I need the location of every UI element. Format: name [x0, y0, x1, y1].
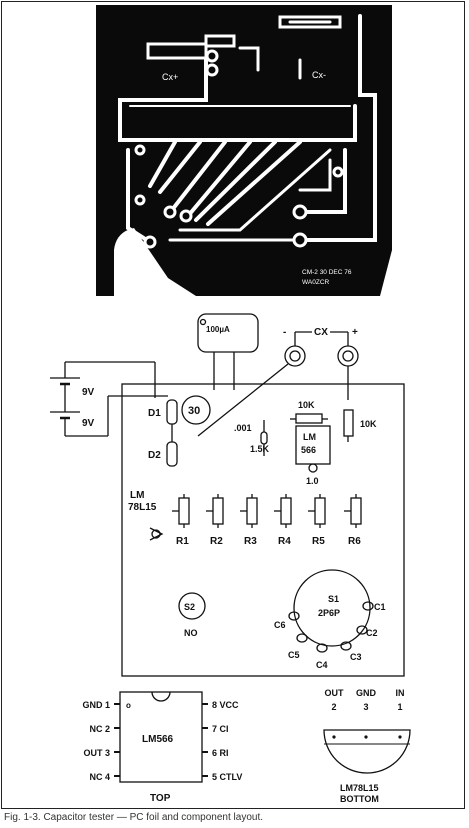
- resistor-label-r2: R2: [210, 536, 223, 547]
- pcb-foil: Cx+ Cx- CM-2 30 DEC 76 WA0ZCR: [96, 5, 392, 296]
- switch-position-c4: C4: [316, 660, 328, 670]
- lm78l15-pin-name: GND: [356, 688, 377, 698]
- lm566-name: LM566: [142, 734, 174, 745]
- lm78l15-name: LM78L15: [340, 783, 379, 793]
- switch-position-c1: C1: [374, 602, 386, 612]
- switch-s2: [178, 592, 206, 620]
- resistor-label-r3: R3: [244, 536, 257, 547]
- lm78l15-pin-dot: [332, 735, 336, 739]
- resistor-10k-top: [295, 413, 323, 424]
- diode-d1: [166, 399, 178, 425]
- pcb-cutout: [114, 228, 196, 296]
- d1-label: D1: [148, 408, 161, 419]
- cx-minus-label: -: [283, 327, 286, 338]
- lm78l15-pin-name: IN: [396, 688, 405, 698]
- lm566-left-pin: NC 4: [89, 772, 110, 782]
- lm566-pins: [114, 703, 208, 777]
- resistor-r2: [212, 497, 224, 525]
- resistor-r4: [280, 497, 292, 525]
- lm78l15-view-label: BOTTOM: [340, 794, 379, 804]
- lm566-right-pin: 5 CTLV: [212, 772, 242, 782]
- component-layout: [50, 313, 411, 783]
- lm78l15-pin-number: 2: [331, 702, 336, 712]
- s1-label: S1: [328, 594, 339, 604]
- meter-terminal: [199, 318, 207, 326]
- s2-type-label: NO: [184, 628, 198, 638]
- lm78l15-pin-names: OUT GND IN: [325, 688, 405, 698]
- lm566-left-pin: NC 2: [89, 724, 110, 734]
- cx-label: CX: [314, 327, 328, 338]
- resistor-r1: [178, 497, 190, 525]
- s1-type-label: 2P6P: [318, 608, 340, 618]
- pcb-label-cx-minus: Cx-: [312, 70, 326, 80]
- lm566-right-pin: 6 RI: [212, 748, 229, 758]
- meter-body: [197, 313, 259, 353]
- regulator-label-2: 78L15: [128, 502, 157, 513]
- ic-mini-label-1: LM: [303, 432, 316, 442]
- lm566-left-pin-labels: GND 1 NC 2 OUT 3 NC 4: [82, 700, 110, 782]
- switch-position-c5: C5: [288, 650, 300, 660]
- lm78l15-pin-numbers: 2 3 1: [331, 702, 403, 739]
- pcb-title-line2: WA0ZCR: [302, 279, 330, 286]
- cap-10-label: 1.0: [306, 476, 319, 486]
- meter-label: 100µA: [206, 325, 230, 334]
- resistor-r5: [314, 497, 326, 525]
- ic-mini-label-2: 566: [301, 445, 316, 455]
- lm78l15-pin-name: OUT: [325, 688, 345, 698]
- lm566-right-pin-labels: 8 VCC 7 CI 6 RI 5 CTLV: [212, 700, 242, 782]
- r10k-right-label: 10K: [360, 419, 377, 429]
- cap-001-label: .001: [234, 423, 252, 433]
- resistor-label-r1: R1: [176, 536, 189, 547]
- switch-position-c3: C3: [350, 652, 362, 662]
- lm566-left-pin: GND 1: [82, 700, 110, 710]
- battery-bottom-label: 9V: [82, 418, 95, 429]
- cx-plus-label: +: [352, 327, 358, 338]
- lm78l15-pin-dot: [364, 735, 368, 739]
- cx-plus-terminal: [337, 345, 359, 367]
- lm566-pin1-mark: o: [126, 701, 131, 710]
- switch-s1-lugs: [288, 601, 374, 653]
- battery-top-label: 9V: [82, 387, 95, 398]
- pcb-pads: [134, 49, 344, 249]
- resistor-label-r6: R6: [348, 536, 361, 547]
- switch-s1: [293, 569, 371, 647]
- lm566-package: [119, 691, 203, 783]
- r10k-top-label: 10K: [298, 400, 315, 410]
- resistor-30-circle: [181, 395, 211, 425]
- resistor-30-label: 30: [188, 405, 200, 417]
- resistor-label-r5: R5: [312, 536, 325, 547]
- lm566-right-pin: 7 CI: [212, 724, 229, 734]
- regulator-label-1: LM: [130, 490, 144, 501]
- resistor-label-r4: R4: [278, 536, 291, 547]
- diode-d2: [166, 441, 178, 467]
- cx-minus-terminal: [284, 345, 306, 367]
- lm566-view-label: TOP: [150, 793, 171, 804]
- switch-position-c6: C6: [274, 620, 286, 630]
- lm78l15-pin-dot: [398, 735, 402, 739]
- pcb-traces: [118, 14, 377, 244]
- lm566-right-pin: 8 VCC: [212, 700, 239, 710]
- figure-frame: [1, 1, 465, 809]
- lm566-left-pin: OUT 3: [83, 748, 110, 758]
- switch-position-c2: C2: [366, 628, 378, 638]
- resistor-r3: [246, 497, 258, 525]
- lm566-notch: [151, 691, 171, 702]
- figure-caption: Fig. 1-3. Capacitor tester — PC foil and…: [4, 812, 264, 823]
- resistor-labels: R1 R2 R3 R4 R5 R6: [176, 536, 361, 547]
- d2-label: D2: [148, 450, 161, 461]
- resistor-r6: [350, 497, 362, 525]
- s2-label: S2: [184, 602, 195, 612]
- pcb-title-line1: CM-2 30 DEC 76: [302, 269, 352, 276]
- r15k-label: 1.5K: [250, 444, 270, 454]
- pcb-label-cx-plus: Cx+: [162, 72, 178, 82]
- lm78l15-pin-number: 3: [363, 702, 368, 712]
- lm78l15-pin-number: 1: [397, 702, 402, 712]
- resistor-10k-right: [343, 409, 354, 437]
- resistor-bank: [172, 494, 362, 528]
